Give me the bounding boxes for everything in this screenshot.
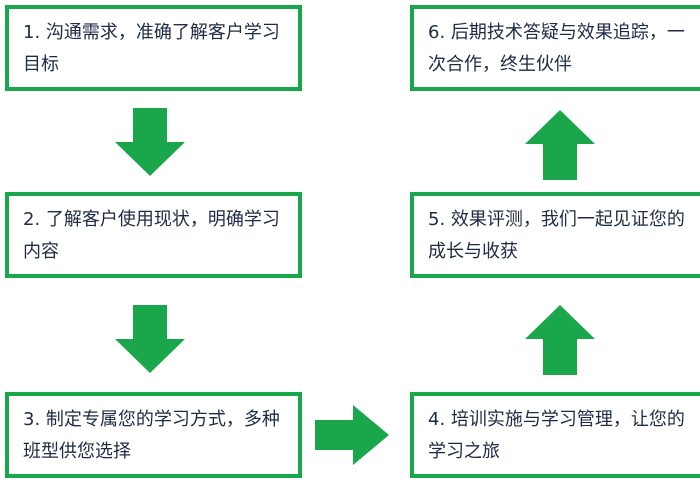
step-2-text: 2. 了解客户使用现状，明确学习内容: [23, 209, 280, 262]
step-1-box: 1. 沟通需求，准确了解客户学习目标: [5, 5, 302, 91]
arrow-up-icon: [525, 110, 595, 180]
step-3-text: 3. 制定专属您的学习方式，多种班型供您选择: [23, 409, 280, 462]
step-4-text: 4. 培训实施与学习管理，让您的学习之旅: [428, 409, 685, 462]
step-3-box: 3. 制定专属您的学习方式，多种班型供您选择: [5, 392, 302, 478]
step-4-box: 4. 培训实施与学习管理，让您的学习之旅: [410, 392, 700, 478]
arrow-down-icon: [115, 305, 185, 373]
step-5-text: 5. 效果评测，我们一起见证您的成长与收获: [428, 209, 685, 262]
arrow-down-icon: [115, 108, 185, 176]
step-6-text: 6. 后期技术答疑与效果追踪，一次合作，终生伙伴: [428, 22, 685, 75]
step-1-text: 1. 沟通需求，准确了解客户学习目标: [23, 22, 280, 75]
arrow-up-icon: [525, 305, 595, 375]
arrow-right-icon: [315, 405, 389, 465]
step-2-box: 2. 了解客户使用现状，明确学习内容: [5, 192, 302, 278]
step-6-box: 6. 后期技术答疑与效果追踪，一次合作，终生伙伴: [410, 5, 700, 91]
step-5-box: 5. 效果评测，我们一起见证您的成长与收获: [410, 192, 700, 278]
